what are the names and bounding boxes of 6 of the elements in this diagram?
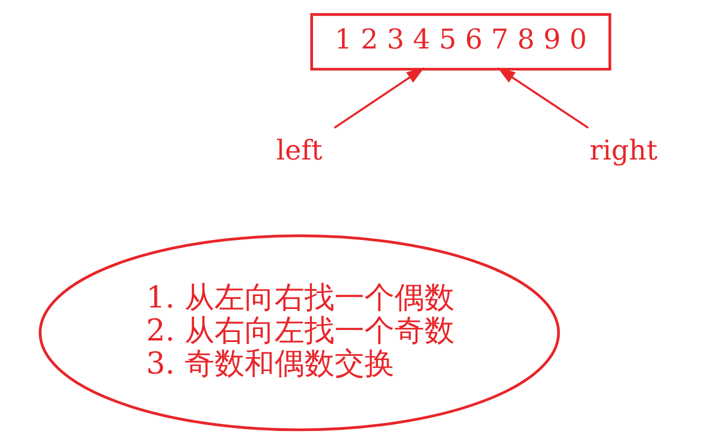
- node-ellipse: 1. 从左向右找一个偶数 2. 从右向左找一个奇数 3. 奇数和偶数交换: [38, 234, 560, 431]
- node-text: left: [276, 134, 322, 166]
- arrow: [497, 67, 589, 128]
- node-box: 1 2 3 4 5 6 7 8 9 0: [310, 12, 612, 70]
- arrow: [334, 67, 424, 128]
- node-text: right: [590, 134, 658, 166]
